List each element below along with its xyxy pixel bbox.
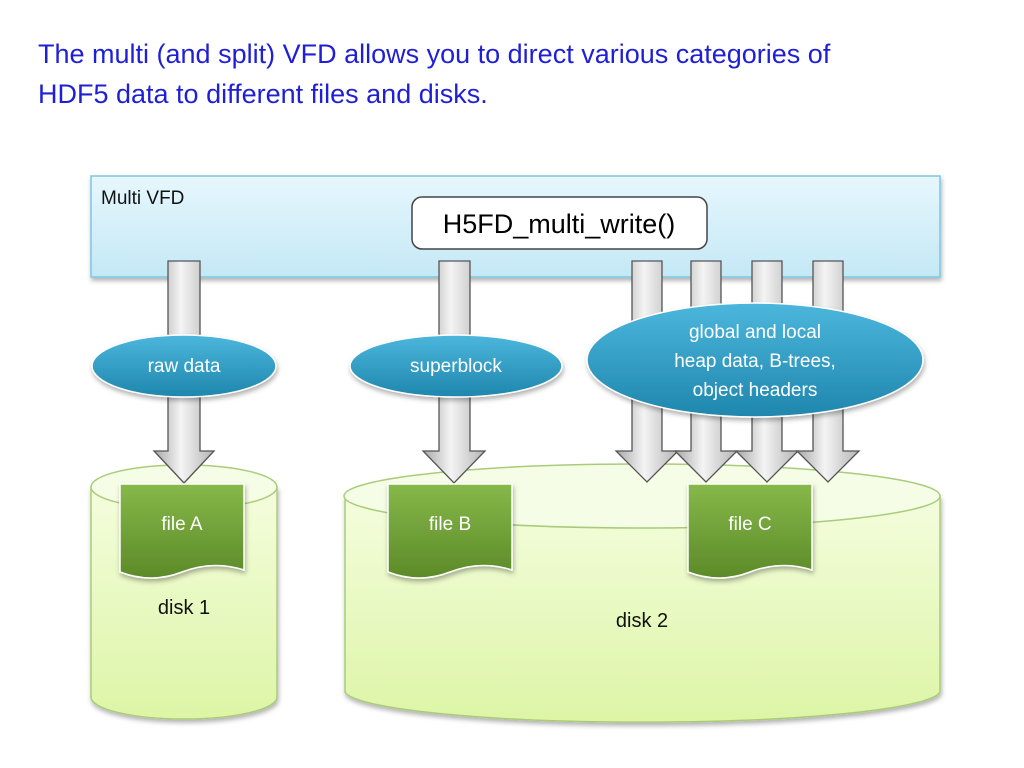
disk-1-label: disk 1 [158,597,210,619]
file-c-label: file C [728,514,771,535]
superblock-ellipse: superblock [349,334,563,398]
raw-data-label: raw data [148,356,221,377]
global-heap-label-line-3: object headers [693,380,818,401]
raw-data-ellipse: raw data [91,334,277,398]
global-heap-ellipse: global and local heap data, B-trees, obj… [586,302,924,418]
superblock-label: superblock [410,356,502,377]
multi-write-function-label: H5FD_multi_write() [443,209,676,239]
disk-2-label: disk 2 [616,610,668,632]
file-b-shape: file B [387,483,513,579]
file-b-label: file B [429,514,471,535]
multi-write-function-box: H5FD_multi_write() [411,196,708,250]
file-c-shape: file C [687,483,813,579]
multi-vfd-box: Multi VFD [90,175,941,278]
file-a-shape: file A [119,483,245,579]
file-a-label: file A [161,514,203,535]
global-heap-label-line-2: heap data, B-trees, [674,351,836,372]
multi-vfd-label: Multi VFD [101,188,184,209]
global-heap-label-line-1: global and local [689,322,821,343]
title-line-1: The multi (and split) VFD allows you to … [38,39,831,69]
page-title: The multi (and split) VFD allows you to … [38,34,998,114]
title-line-2: HDF5 data to different files and disks. [38,79,488,109]
